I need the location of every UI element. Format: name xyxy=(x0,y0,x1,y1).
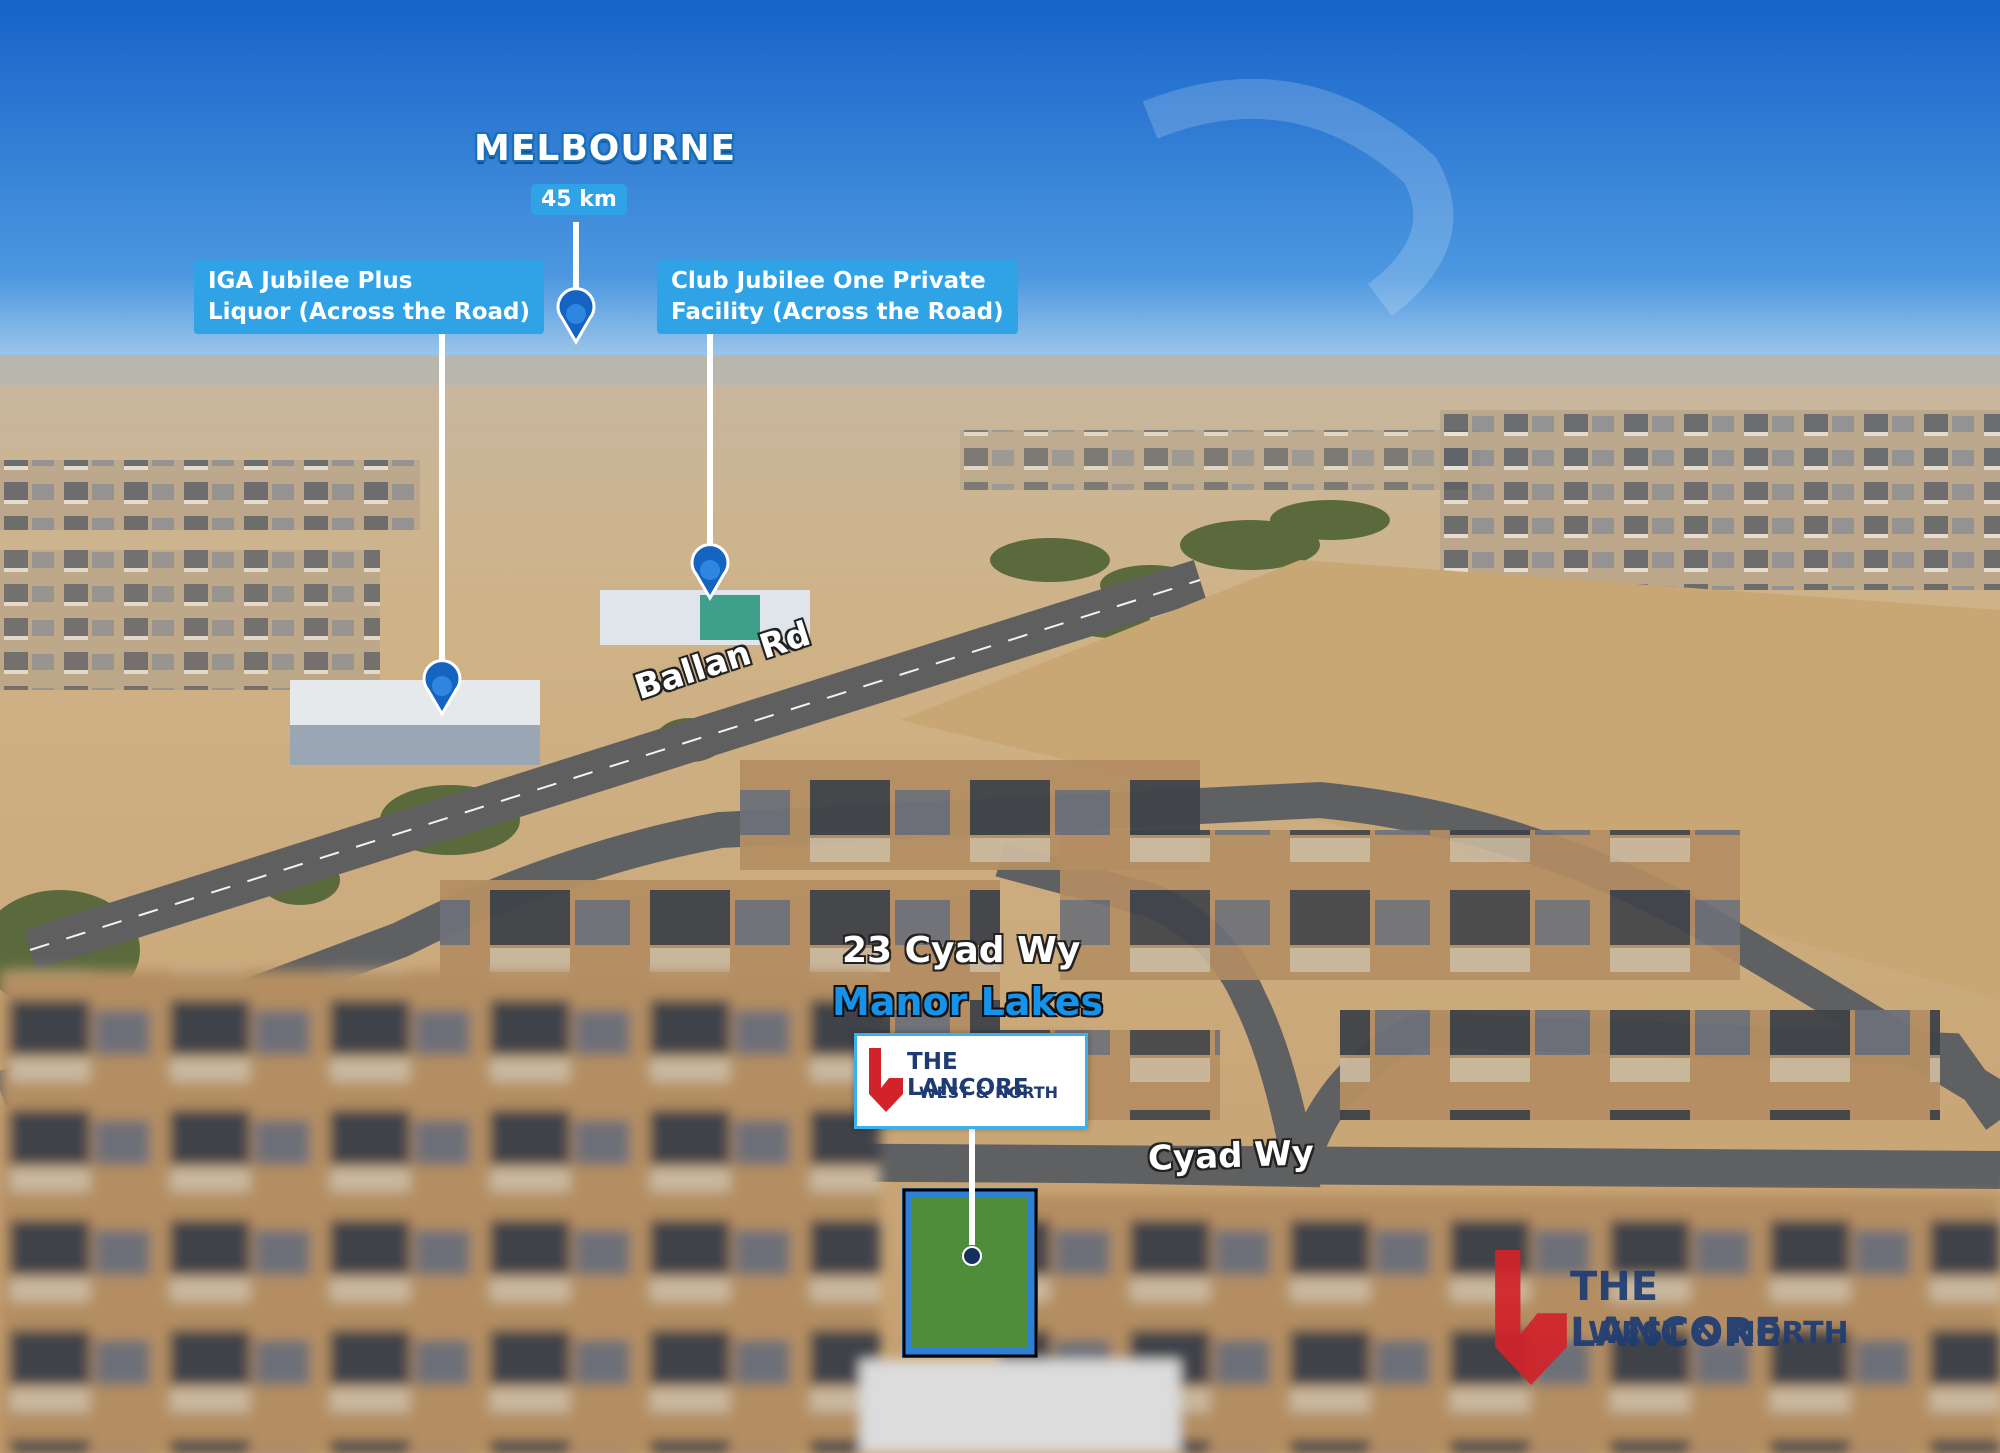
callout-club: Club Jubilee One Private Facility (Acros… xyxy=(657,260,1018,334)
brand-watermark-line1: THE LANCORE xyxy=(1570,1264,1782,1356)
property-address-line2: Manor Lakes xyxy=(832,980,1104,1024)
brand-watermark: THE LANCORE WEST & NORTH xyxy=(1494,1250,1874,1385)
brand-name-line1: THE LANCORE xyxy=(907,1049,1029,1101)
callout-club-line1: Club Jubilee One Private xyxy=(671,268,986,294)
callout-iga: IGA Jubilee Plus Liquor (Across the Road… xyxy=(194,260,544,334)
map-pin-icon xyxy=(556,287,596,345)
brand-watermark-logo-icon xyxy=(1495,1250,1567,1385)
brand-watermark-line2: WEST & NORTH xyxy=(1588,1316,1849,1351)
callout-club-line2: Facility (Across the Road) xyxy=(671,299,1004,325)
map-pin-icon xyxy=(422,659,462,717)
destination-city: MELBOURNE xyxy=(474,128,737,169)
callout-iga-line2: Liquor (Across the Road) xyxy=(208,299,530,325)
brand-logo-icon xyxy=(869,1048,903,1112)
destination-distance: 45 km xyxy=(531,184,627,215)
brand-name-line2: WEST & NORTH xyxy=(919,1083,1059,1102)
road-label-cyad: Cyad Wy xyxy=(1147,1133,1315,1179)
map-pin-icon xyxy=(690,543,730,601)
callout-iga-line1: IGA Jubilee Plus xyxy=(208,268,413,294)
property-address-line1: 23 Cyad Wy xyxy=(842,930,1081,971)
brand-plaque: THE LANCORE WEST & NORTH xyxy=(854,1033,1088,1129)
